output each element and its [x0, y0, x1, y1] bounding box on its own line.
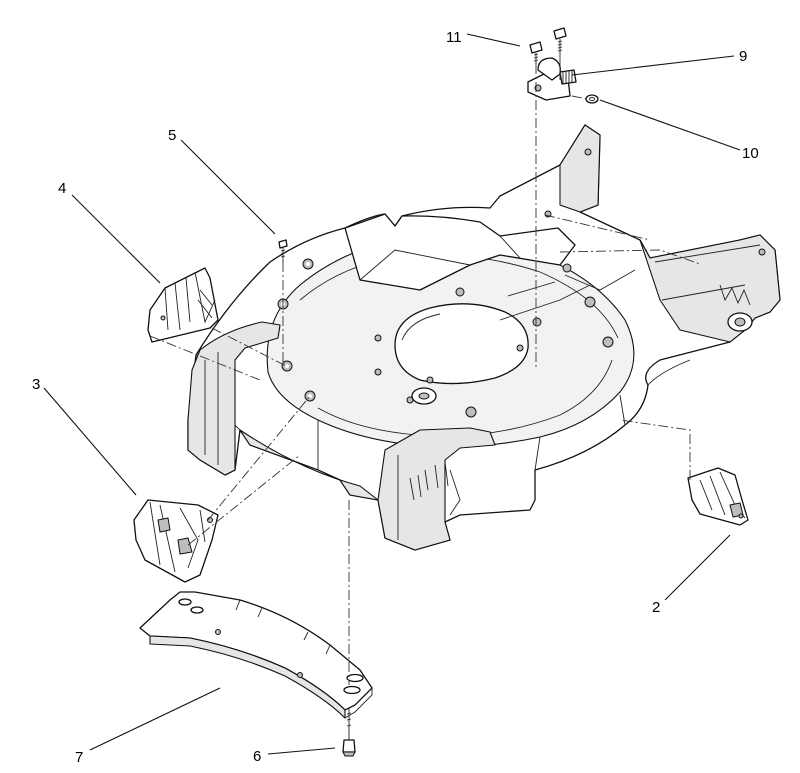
skid-plate [139, 591, 373, 719]
callout-labels: 11 9 10 5 4 3 2 7 6 [32, 29, 759, 766]
callout-5: 5 [168, 127, 176, 144]
screws [529, 27, 567, 64]
callout-10: 10 [742, 145, 759, 162]
callout-2: 2 [652, 599, 660, 616]
mower-deck-housing [187, 124, 781, 551]
washout-elbow-fitting [527, 57, 577, 101]
callout-11: 11 [446, 29, 462, 46]
leader-lines [43, 33, 741, 755]
callout-4: 4 [58, 180, 66, 197]
callout-7: 7 [75, 749, 83, 766]
callout-9: 9 [739, 48, 747, 65]
callout-3: 3 [32, 376, 40, 393]
callout-6: 6 [253, 748, 261, 765]
assembly-lines [149, 56, 701, 685]
baffle-left-upper [147, 267, 219, 343]
bolt [278, 239, 288, 262]
washer [585, 94, 599, 104]
baffle-right [687, 467, 749, 526]
baffle-left [133, 499, 219, 583]
